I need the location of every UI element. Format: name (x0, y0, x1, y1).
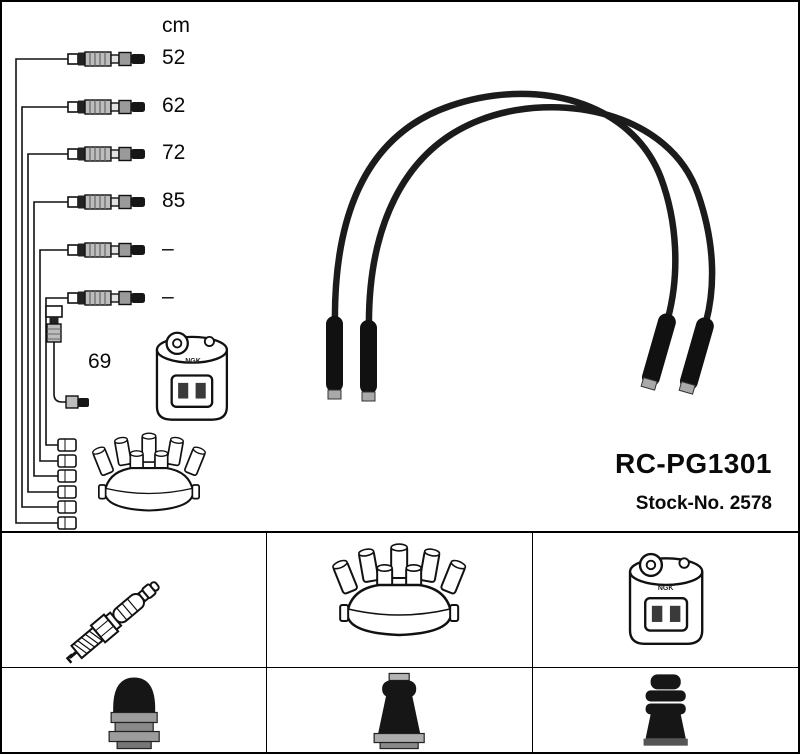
cable-length-label: 62 (162, 94, 186, 117)
ignition-cables-drawing (326, 90, 716, 402)
legend-cell-ribbed-boot (533, 668, 798, 752)
ignition-coil-icon (628, 552, 704, 645)
stock-number: Stock-No. 2578 (635, 493, 772, 514)
measured-cable (67, 99, 146, 115)
ignition-coil-drawing (155, 331, 229, 421)
legend-cell-distributor-cap (267, 533, 533, 668)
cable-length-label: 52 (162, 46, 186, 69)
distributor-terminals (57, 438, 77, 530)
measured-cable (67, 51, 146, 67)
cable-length-label: 85 (162, 189, 186, 212)
ignition-cable-wire (365, 103, 716, 336)
cable-length-label: 72 (162, 141, 186, 164)
straight-plug-boot-icon (108, 676, 160, 750)
product-code: RC-PG1301 (614, 448, 772, 479)
distributor-cap-icon (330, 542, 469, 637)
measured-cable (67, 290, 146, 306)
coil-wire-drawing (45, 305, 89, 409)
angled-plug-boot (678, 317, 714, 395)
cable-length-label: – (162, 237, 174, 260)
spark-plug-icon (65, 581, 160, 664)
measured-cable (67, 194, 146, 210)
measured-cables (67, 51, 146, 306)
harness-routing-lines (15, 58, 68, 524)
cable-length-label: – (162, 285, 174, 308)
straight-plug-boot (360, 320, 377, 402)
ngk-logo: NGK (185, 358, 201, 365)
legend-cell-ignition-coil: NGK (532, 533, 798, 668)
diagram-canvas (15, 51, 716, 530)
component-legend: NGK (2, 531, 798, 752)
angled-plug-boot (640, 313, 676, 391)
main-diagram-area: cm 52 62 72 85 – – 69 NGK RC-PG1301 Stoc… (2, 2, 798, 531)
legend-cell-spark-plug (2, 533, 268, 668)
ngk-logo: NGK (657, 585, 674, 592)
distributor-cap-drawing (90, 432, 208, 512)
legend-cell-straight-boot (2, 668, 268, 752)
ribbed-plug-boot-icon (643, 674, 688, 746)
legend-cell-tapered-boot (267, 668, 533, 752)
tapered-plug-boot-icon (373, 672, 426, 750)
coil-wire-length-label: 69 (88, 350, 112, 373)
unit-header: cm (162, 14, 190, 37)
ignition-cable-wire (331, 90, 679, 332)
measured-cable (67, 146, 146, 162)
straight-plug-boot (326, 316, 343, 400)
measured-cable (67, 242, 146, 258)
